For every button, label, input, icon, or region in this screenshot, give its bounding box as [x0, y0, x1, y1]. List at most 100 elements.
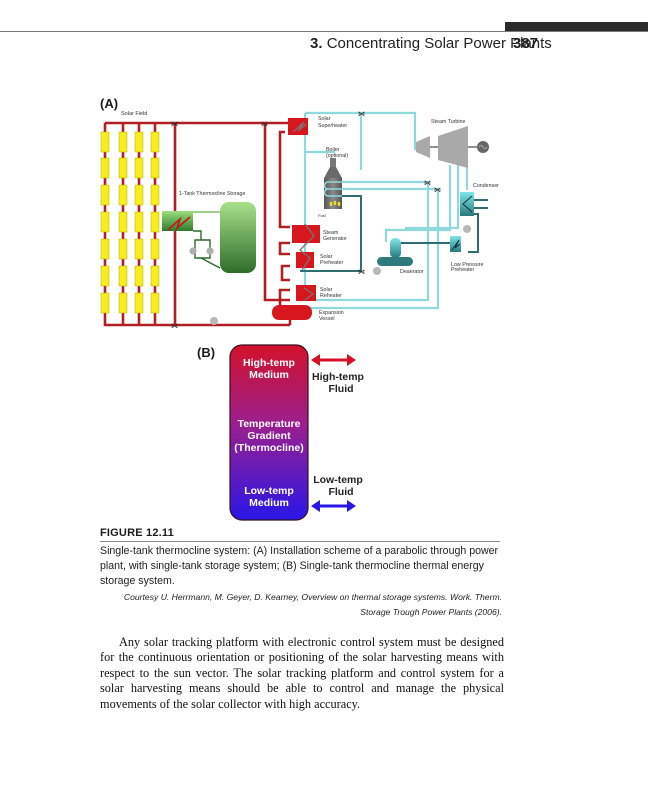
condensate-lines — [300, 195, 488, 272]
panel-a-label: (A) — [100, 96, 119, 111]
solar-collector — [100, 211, 110, 233]
figure-caption: Single-tank thermocline system: (A) Inst… — [100, 545, 499, 587]
label-preheater: Solar — [320, 254, 333, 260]
label-low-temp-fluid: Low-temp — [313, 474, 363, 486]
solar-collector — [150, 211, 160, 233]
pump-icon — [463, 225, 471, 233]
solar-collector — [134, 292, 144, 314]
pump-icon — [189, 247, 197, 255]
solar-collector — [134, 238, 144, 260]
header-rule — [0, 31, 648, 32]
high-temp-arrow-icon — [311, 354, 356, 366]
label-steam-generator: Steam — [323, 230, 339, 236]
thermocline-tank — [229, 344, 309, 521]
valve-icon: ⋈ — [171, 323, 178, 330]
solar-superheater — [288, 118, 308, 135]
valve-icon: ⋈ — [358, 111, 365, 118]
label-reheater: Reheater — [320, 293, 342, 299]
label-high-temp-fluid: High-temp — [312, 371, 364, 383]
solar-collector — [150, 238, 160, 260]
solar-collector — [118, 238, 128, 260]
diagram-b: High-temp Medium Temperature Gradient (T… — [229, 344, 364, 521]
label-condenser: Condenser — [473, 183, 499, 189]
chapter-title: Concentrating Solar Power Plants — [326, 35, 552, 52]
solar-collector — [100, 157, 110, 179]
solar-collector — [118, 157, 128, 179]
label-low-temp-medium: Low-temp — [244, 485, 294, 497]
label-reheater: Solar — [320, 287, 333, 293]
solar-collector — [118, 265, 128, 287]
solar-collector — [150, 184, 160, 206]
solar-collector — [150, 265, 160, 287]
solar-collector — [134, 131, 144, 153]
solar-collector — [118, 292, 128, 314]
valve-icon: ⋈ — [171, 121, 178, 128]
label-temperature-gradient: Temperature — [238, 418, 301, 430]
boiler — [323, 158, 342, 209]
solar-collector — [118, 131, 128, 153]
page-number: 387 — [513, 35, 539, 52]
label-deaerator: Deaerator — [400, 269, 424, 275]
valve-icons: ⋈ ⋈ ⋈ ⋈ ⋈ ⋈ ⋈ — [171, 111, 441, 330]
label-storage: 1-Tank Thermocline Storage — [179, 191, 245, 197]
label-high-temp-fluid: Fluid — [328, 383, 353, 395]
pump-icon — [210, 317, 218, 325]
diagram-a: Solar Field ⋈ ⋈ ⋈ ⋈ ⋈ ⋈ ⋈ 1-Tank Thermoc… — [100, 111, 499, 330]
solar-collector — [100, 184, 110, 206]
label-expansion-vessel: Vessel — [319, 316, 335, 322]
deaerator — [377, 238, 413, 266]
solar-collector — [150, 157, 160, 179]
valve-icon: ⋈ — [434, 187, 441, 194]
label-expansion-vessel: Expansion — [319, 310, 344, 316]
solar-reheater — [296, 285, 316, 301]
water-steam-lines — [303, 111, 469, 310]
solar-collector — [150, 292, 160, 314]
solar-collector — [100, 292, 110, 314]
condenser — [460, 192, 474, 216]
header-bar — [505, 22, 648, 31]
solar-collector — [100, 131, 110, 153]
figure-credit: Courtesy U. Herrmann, M. Geyer, D. Kearn… — [123, 592, 502, 617]
low-pressure-preheater — [450, 236, 461, 252]
chapter-number: 3. — [310, 35, 323, 52]
solar-collector — [100, 265, 110, 287]
pump-icon — [373, 267, 381, 275]
label-low-temp-medium: Medium — [249, 497, 289, 509]
steam-turbine — [416, 126, 489, 168]
solar-preheater — [296, 252, 314, 268]
label-high-temp-medium: Medium — [249, 369, 289, 381]
label-fuel: Fuel — [318, 213, 326, 218]
solar-collector — [134, 265, 144, 287]
solar-collector — [134, 211, 144, 233]
label-preheater: Preheater — [320, 260, 343, 266]
label-steam-generator: Generator — [323, 236, 347, 242]
label-high-temp-medium: High-temp — [243, 357, 295, 369]
solar-collector — [134, 184, 144, 206]
label-temperature-gradient: Gradient — [247, 430, 291, 442]
valve-icon: ⋈ — [358, 269, 365, 276]
label-lp-preheater: Preheater — [451, 267, 474, 273]
panel-b-label: (B) — [197, 345, 216, 360]
solar-collector — [100, 238, 110, 260]
figure-title: FIGURE 12.11 — [100, 527, 174, 539]
low-temp-arrow-icon — [311, 500, 356, 512]
expansion-vessel — [272, 305, 312, 320]
running-head: 3. Concentrating Solar Power Plants — [310, 35, 552, 52]
solar-collector — [118, 211, 128, 233]
body-paragraph: Any solar tracking platform with electro… — [100, 635, 504, 711]
thermocline-tank — [220, 202, 256, 273]
valve-icon: ⋈ — [424, 180, 431, 187]
solar-collector — [118, 184, 128, 206]
pump-icon — [206, 247, 214, 255]
label-boiler: Boiler — [326, 147, 340, 153]
valve-icon: ⋈ — [261, 121, 268, 128]
label-lp-preheater: Low Pressure — [451, 262, 483, 268]
label-superheater: Superheater — [318, 123, 347, 129]
solar-collector — [134, 157, 144, 179]
label-solar-field: Solar Field — [121, 111, 147, 117]
steam-generator — [292, 225, 320, 243]
label-boiler: (optional) — [326, 153, 348, 159]
label-superheater: Solar — [318, 116, 331, 122]
solar-field-collectors — [100, 131, 160, 314]
solar-collector — [150, 131, 160, 153]
